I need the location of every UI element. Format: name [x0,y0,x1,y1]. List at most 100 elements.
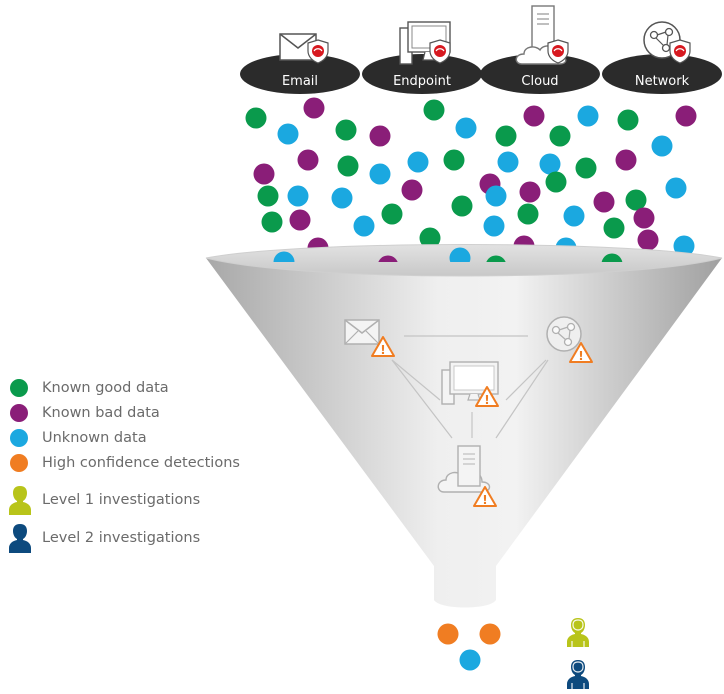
data-dot [337,155,359,177]
data-dot [253,163,275,185]
high-confidence-dot [10,454,28,472]
source-cloud: Cloud [480,5,600,94]
warning-icon: ! [475,386,499,407]
shield-icon [429,39,451,64]
shield-icon [307,39,329,64]
data-dot [549,125,571,147]
data-dot [625,189,647,211]
data-dot [273,251,295,262]
unknown-data-dot [459,649,481,671]
level2-investigator-icon [567,660,589,689]
level2-person-icon [9,524,31,553]
source-label: Cloud [521,74,558,89]
legend-label: Known good data [42,380,169,396]
data-dot [261,211,283,233]
shield-icon [669,39,691,64]
data-dot [378,255,398,262]
warning-icon: ! [473,486,497,507]
svg-text:!: ! [380,343,385,357]
data-dot [575,157,597,179]
legend-item-high-confidence: High confidence detections [10,451,240,475]
funnel-email-icon [344,319,380,345]
data-dot [407,151,429,173]
data-dot [353,215,375,237]
data-dot [449,247,471,262]
data-dot [675,105,697,127]
svg-text:!: ! [482,493,487,507]
legend-item-unknown: Unknown data [10,426,147,450]
data-dot [303,97,325,119]
legend-label: Level 1 investigations [42,492,201,508]
source-pill [362,54,482,94]
data-dot [637,229,659,251]
data-dot [673,235,695,257]
data-dot [603,217,625,239]
data-dot [593,191,615,213]
data-dot [297,149,319,171]
source-label: Email [282,74,318,89]
data-dot [601,253,623,262]
legend-item-level1: Level 1 investigations [9,483,201,517]
data-dot [486,255,506,262]
detection-dot [437,623,459,645]
data-dot [523,105,545,127]
legend-item-known-good: Known good data [10,376,169,400]
data-dot [381,203,403,225]
legend-label: High confidence detections [42,455,240,471]
level1-investigator-icon [567,618,589,647]
data-dot [287,185,309,207]
svg-text:!: ! [484,393,489,407]
source-label: Endpoint [393,74,451,89]
data-dot [257,185,279,207]
funnel-icon-network: ! ! ! [344,316,593,507]
incoming-data-dots [245,97,697,259]
known-bad-dot [10,404,28,422]
data-dot [289,209,311,231]
data-dot [617,109,639,131]
data-dot [615,149,637,171]
svg-text:!: ! [578,349,583,363]
data-dot [495,125,517,147]
funnel-endpoint-icon [441,361,499,405]
data-dot [455,117,477,139]
source-pill [480,54,600,94]
funnel-network-icon [546,316,582,352]
source-endpoint: Endpoint [362,21,482,94]
legend-item-level2: Level 2 investigations [9,521,201,555]
data-dot [517,203,539,225]
data-dot [519,181,541,203]
data-dot [451,195,473,217]
data-dot [545,171,567,193]
source-label: Network [635,74,690,89]
data-dot [401,179,423,201]
data-dot [563,205,585,227]
warning-icon: ! [371,336,395,357]
funnel [205,244,723,608]
shield-icon [547,39,569,64]
data-dot [419,227,441,249]
data-dot [577,105,599,127]
data-dot [423,99,445,121]
legend-label: Level 2 investigations [42,530,201,546]
data-dot [245,107,267,129]
data-dot [335,119,357,141]
funnel-cloud-icon [437,445,491,493]
warning-icon: ! [569,342,593,363]
funnel-output [437,618,589,689]
rim-data-dots [273,247,623,262]
data-dot [443,149,465,171]
known-good-dot [10,379,28,397]
data-dot [483,215,505,237]
legend-label: Known bad data [42,405,160,421]
funnel-cone [206,258,722,608]
data-dot [665,177,687,199]
source-pill [602,54,722,94]
source-network: Network [602,21,722,94]
source-pill [240,54,360,94]
source-email: Email [240,33,360,94]
detection-dot [479,623,501,645]
data-sources: Email Endpoint Cloud Network [240,5,722,94]
connector-lines [391,335,549,439]
data-dot [539,153,561,175]
